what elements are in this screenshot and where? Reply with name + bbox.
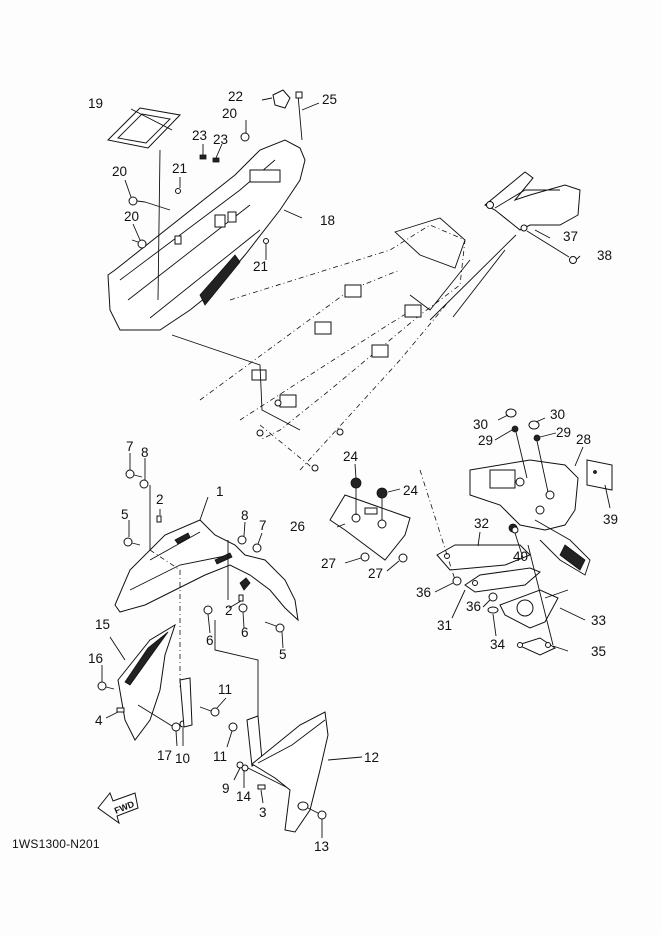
- callout-leader-lines: [101, 97, 611, 838]
- callout-3[interactable]: 3: [259, 805, 267, 820]
- callout-1[interactable]: 1: [216, 484, 224, 499]
- callout-32[interactable]: 32: [474, 516, 490, 531]
- callout-20c[interactable]: 20: [124, 209, 140, 224]
- callout-5b[interactable]: 5: [279, 647, 287, 662]
- side-cover-part-15[interactable]: [117, 623, 176, 741]
- callout-15[interactable]: 15: [95, 617, 111, 632]
- diagram-reference-code: 1WS1300-N201: [12, 837, 100, 851]
- callout-34[interactable]: 34: [490, 637, 506, 652]
- damper-parts-24: [350, 477, 408, 563]
- callout-39[interactable]: 39: [603, 512, 619, 527]
- callout-6b[interactable]: 6: [241, 625, 249, 640]
- callout-22[interactable]: 22: [228, 89, 244, 104]
- assembly-leader-lines: [419, 469, 554, 646]
- callout-37[interactable]: 37: [563, 229, 579, 244]
- bracket-part-37[interactable]: [429, 171, 581, 321]
- callout-24b[interactable]: 24: [403, 483, 419, 498]
- bracket-part-26[interactable]: [329, 494, 411, 561]
- plate-part-33[interactable]: [499, 589, 569, 629]
- callout-33[interactable]: 33: [591, 613, 607, 628]
- callout-5a[interactable]: 5: [121, 507, 129, 522]
- screws-washers-29-30: [505, 408, 549, 493]
- callout-23a[interactable]: 23: [192, 128, 208, 143]
- callout-30b[interactable]: 30: [550, 407, 566, 422]
- rear-fender-fasteners: [128, 89, 303, 301]
- callout-30a[interactable]: 30: [473, 417, 489, 432]
- callout-31[interactable]: 31: [437, 618, 453, 633]
- callout-21a[interactable]: 21: [172, 161, 188, 176]
- callout-6a[interactable]: 6: [206, 633, 214, 648]
- callout-2a[interactable]: 2: [156, 492, 164, 507]
- callout-18[interactable]: 18: [320, 213, 336, 228]
- rear-fender-part-18[interactable]: [107, 139, 306, 331]
- callout-2b[interactable]: 2: [225, 603, 233, 618]
- callout-13[interactable]: 13: [314, 839, 330, 854]
- callout-14[interactable]: 14: [236, 789, 252, 804]
- fender-cover-part-12[interactable]: [251, 711, 329, 833]
- front-fender-part-1[interactable]: [114, 519, 299, 622]
- rear-frame-reference: [171, 217, 506, 472]
- callout-29b[interactable]: 29: [556, 425, 572, 440]
- callout-25[interactable]: 25: [322, 92, 338, 107]
- callout-4[interactable]: 4: [95, 713, 103, 728]
- cover-part-19[interactable]: [106, 107, 182, 149]
- callout-36b[interactable]: 36: [466, 599, 482, 614]
- callout-29a[interactable]: 29: [478, 433, 494, 448]
- callout-8a[interactable]: 8: [141, 445, 149, 460]
- reflector-part-39[interactable]: [586, 459, 613, 491]
- callout-24a[interactable]: 24: [343, 449, 359, 464]
- callout-20a[interactable]: 20: [222, 106, 238, 121]
- callout-38[interactable]: 38: [597, 248, 613, 263]
- callout-27b[interactable]: 27: [368, 566, 384, 581]
- callout-11a[interactable]: 11: [218, 682, 233, 697]
- callout-20b[interactable]: 20: [112, 164, 128, 179]
- flap-part-28[interactable]: [469, 459, 591, 576]
- small-parts-34-35-36-40: [452, 526, 557, 656]
- callout-23b[interactable]: 23: [213, 132, 229, 147]
- callout-21b[interactable]: 21: [253, 259, 269, 274]
- callout-8b[interactable]: 8: [241, 508, 249, 523]
- callout-16[interactable]: 16: [88, 651, 104, 666]
- callout-40[interactable]: 40: [513, 549, 529, 564]
- fwd-direction-arrow: [97, 792, 139, 825]
- bolt-13: [307, 807, 327, 820]
- callout-11b[interactable]: 11: [213, 749, 228, 764]
- callout-9[interactable]: 9: [222, 781, 230, 796]
- callout-28[interactable]: 28: [576, 432, 592, 447]
- callout-19[interactable]: 19: [88, 96, 104, 111]
- callout-35[interactable]: 35: [591, 644, 607, 659]
- front-fender-fasteners: [123, 469, 285, 720]
- callout-36a[interactable]: 36: [416, 585, 432, 600]
- callout-7b[interactable]: 7: [259, 518, 267, 533]
- callout-17[interactable]: 17: [157, 748, 173, 763]
- callout-26[interactable]: 26: [290, 519, 306, 534]
- callout-27a[interactable]: 27: [321, 556, 337, 571]
- callout-10[interactable]: 10: [175, 751, 191, 766]
- callout-7a[interactable]: 7: [126, 439, 134, 454]
- callout-12[interactable]: 12: [364, 750, 380, 765]
- side-cover-fasteners: [97, 677, 293, 791]
- bracket-part-32[interactable]: [436, 523, 531, 571]
- stay-part-31[interactable]: [464, 567, 541, 593]
